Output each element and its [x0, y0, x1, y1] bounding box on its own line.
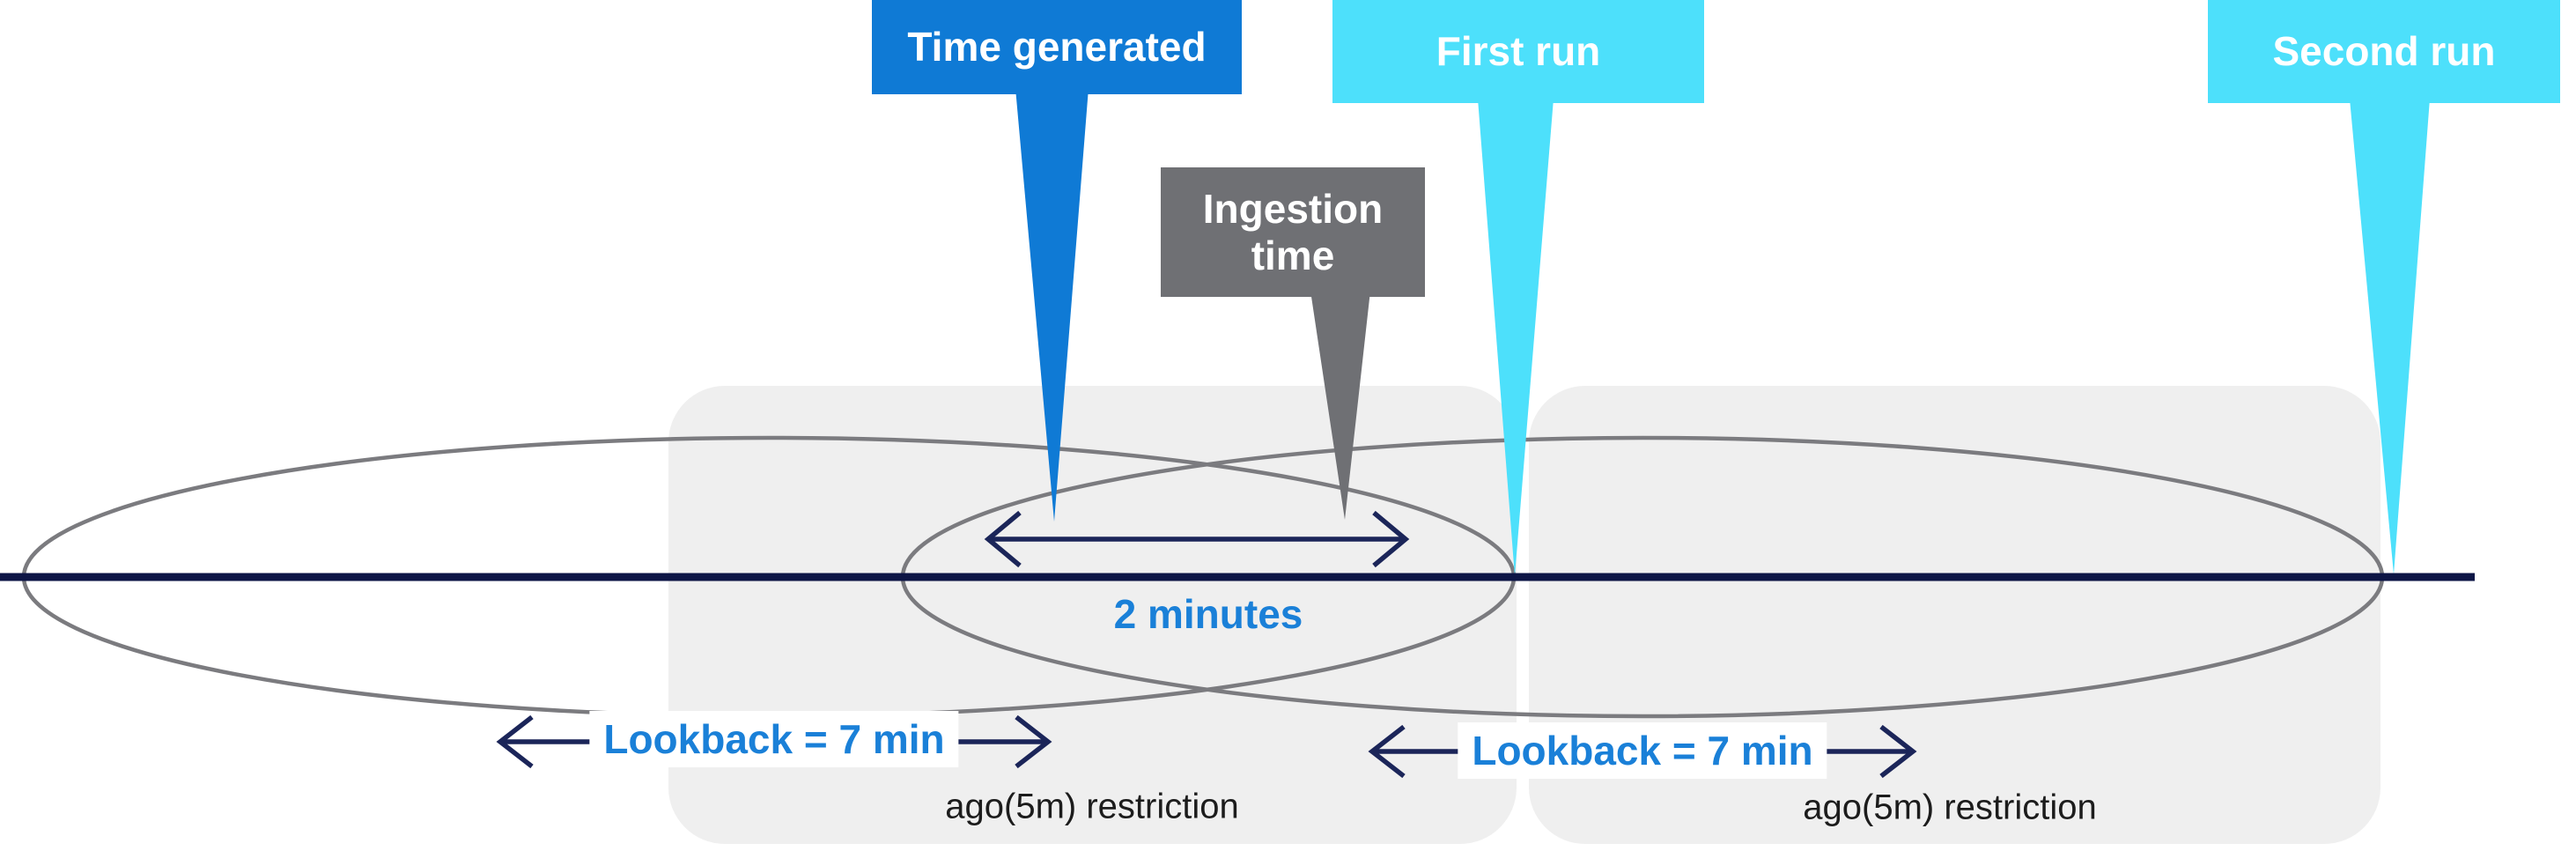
lookback-right-label: Lookback = 7 min — [1458, 722, 1827, 779]
ago-restriction-left-label: ago(5m) restriction — [945, 787, 1239, 826]
ago-restriction-right-label: ago(5m) restriction — [1803, 788, 2097, 827]
two-minutes-label: 2 minutes — [1113, 591, 1303, 637]
ingestion-time-label: Ingestion time — [1202, 185, 1384, 278]
second-run-pointer — [2350, 99, 2430, 574]
first-run-pointer — [1478, 99, 1554, 576]
time-generated-label: Time generated — [907, 24, 1207, 70]
first-run-callout: First run — [1332, 0, 1704, 103]
time-generated-callout: Time generated — [872, 0, 1242, 94]
second-run-label: Second run — [2272, 28, 2496, 75]
restriction-window-left — [668, 386, 1517, 844]
lookback-left-label: Lookback = 7 min — [589, 711, 959, 767]
ingestion-time-callout: Ingestion time — [1161, 167, 1425, 297]
two-minutes-arrow — [984, 510, 1410, 568]
time-generated-pointer — [1015, 88, 1089, 522]
second-run-callout: Second run — [2208, 0, 2560, 103]
first-run-label: First run — [1436, 28, 1601, 75]
ingestion-time-pointer — [1310, 291, 1370, 520]
